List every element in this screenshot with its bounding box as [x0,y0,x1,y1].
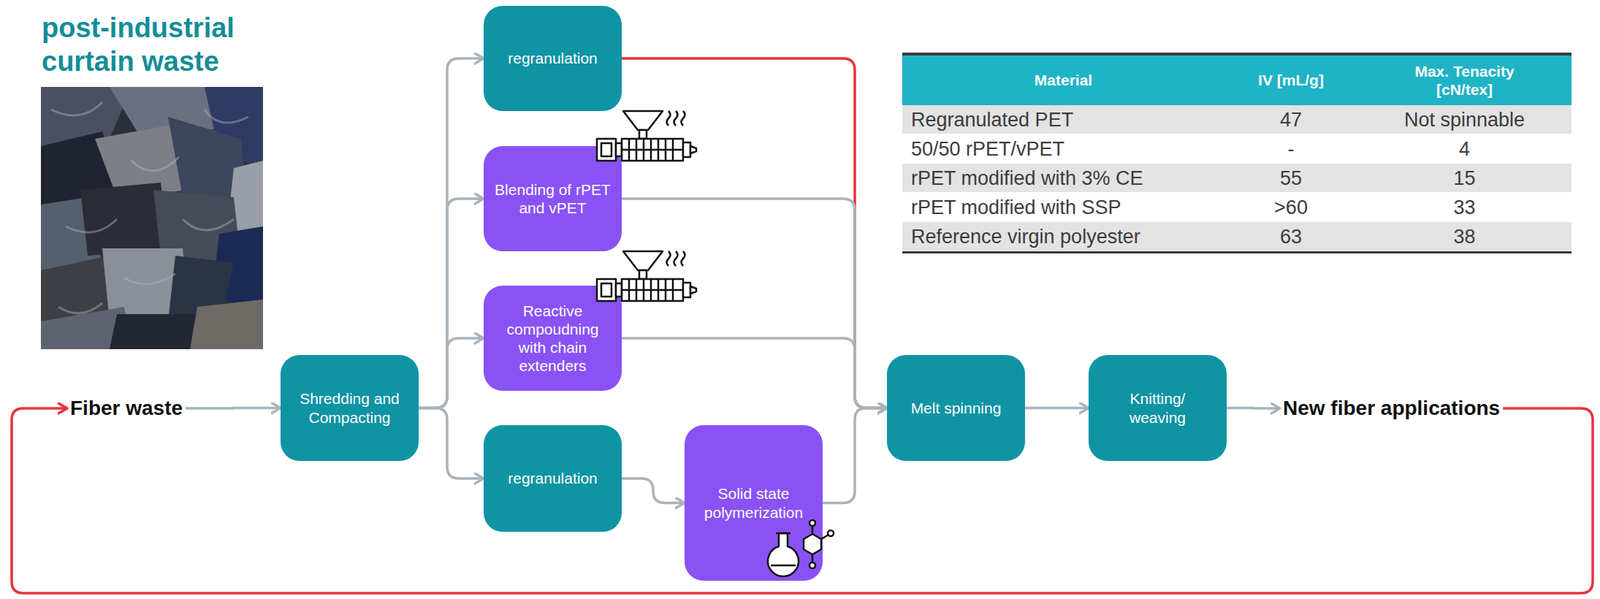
process-box: Knitting/ weaving [1088,355,1227,462]
process-box: regranulation [483,5,622,112]
table-cell: 33 [1357,192,1572,223]
node-text: Fiber waste [70,396,183,421]
table-text: Reference virgin polyester [911,225,1141,249]
table-text: >60 [1274,196,1308,220]
table-cell: Reference virgin polyester [902,222,1225,252]
connector [621,478,685,504]
node-text: Blending of rPET and vPET [490,180,615,217]
table-text: rPET modified with SSP [911,196,1122,220]
table-text: 38 [1453,225,1476,249]
table-text: - [1288,138,1295,161]
extruder-icon [595,248,698,316]
connector [621,198,887,409]
table-cell: 38 [1357,222,1572,252]
process-box: Solid state polymerization [684,425,823,581]
process-box: regranulation [483,425,622,532]
node-text: Knitting/ weaving [1114,389,1202,426]
connector [418,58,484,409]
table-text: 15 [1453,167,1476,190]
process-box: Blending of rPET and vPET [483,146,622,252]
table-cell: Material [902,55,1225,106]
table-cell: Regranulated PET [902,105,1225,135]
table-text: Regranulated PET [911,108,1074,132]
table-cell: 15 [1357,163,1572,193]
node-text: New fiber applications [1282,396,1500,421]
table-text: 63 [1280,225,1302,249]
table-cell: IV [mL/g] [1224,55,1358,106]
table-text: 50/50 rPET/vPET [911,138,1065,161]
table-cell: 47 [1224,105,1358,135]
table-header: IV [mL/g] [1258,70,1324,90]
table-cell: 4 [1357,134,1572,164]
table-header: Material [1034,70,1093,90]
node-text: Shredding and Compacting [287,389,412,426]
diagram-title: post-industrial curtain waste [41,11,276,79]
table-cell: 63 [1224,222,1358,252]
table-cell: >60 [1224,192,1358,223]
table-text: rPET modified with 3% CE [911,167,1144,190]
table-cell: 55 [1224,163,1358,193]
process-box: Reactive compoudning with chain extender… [483,285,622,391]
connector [1025,406,1089,410]
table-text: 4 [1458,138,1470,161]
connector [418,198,484,409]
connector [1226,406,1280,410]
table-header: Max. Tenacity [cN/tex] [1402,62,1527,99]
table-cell: - [1224,134,1358,164]
node-text: Solid state polymerization [695,484,813,521]
node-text: regranulation [507,469,598,488]
connector [621,338,887,409]
table-text: 47 [1280,108,1302,132]
chemistry-icon [764,511,838,581]
connector [822,408,887,504]
node-text: Melt spinning [911,398,1002,418]
node-text: Reactive compoudning with chain extender… [501,301,605,376]
extruder-icon [595,108,698,176]
table-cell: 50/50 rPET/vPET [902,134,1225,164]
table-cell: rPET modified with SSP [902,192,1225,223]
table-background [902,52,1572,254]
table-text: 33 [1453,196,1476,220]
connector [11,408,1593,594]
waste-photo [40,86,264,350]
table-cell: Not spinnable [1357,105,1572,135]
connector [185,406,281,410]
process-box: Melt spinning [886,355,1026,462]
connector [418,408,484,480]
connector [621,58,887,409]
table-text: Not spinnable [1404,108,1525,132]
process-box: Shredding and Compacting [280,355,419,462]
table-text: 55 [1280,167,1302,190]
node-text: regranulation [507,48,598,68]
connector [418,338,484,409]
terminal-label: New fiber applications [1280,393,1503,424]
terminal-label: Fiber waste [67,393,186,424]
table-cell: rPET modified with 3% CE [902,163,1225,193]
table-cell: Max. Tenacity [cN/tex] [1357,55,1572,106]
